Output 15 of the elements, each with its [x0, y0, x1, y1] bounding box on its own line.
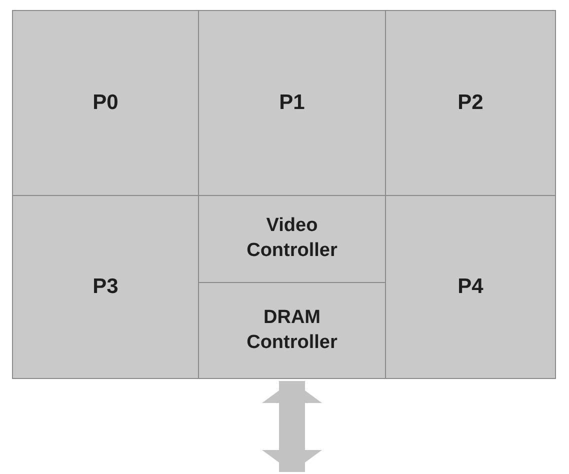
- block-label: P1: [279, 90, 305, 116]
- block-label: P4: [458, 274, 484, 300]
- block-box: [198, 10, 386, 196]
- block-label: DRAM Controller: [246, 306, 338, 354]
- block-box: [12, 195, 199, 379]
- block-box: [385, 195, 556, 379]
- block-box: [198, 282, 386, 379]
- block-box: [12, 10, 199, 196]
- block-label: P0: [92, 90, 118, 116]
- block-box: [385, 10, 556, 196]
- block-box: [198, 195, 386, 283]
- double-arrow: [262, 381, 322, 472]
- block-label: Video Controller: [246, 214, 338, 263]
- block-label: P3: [92, 274, 118, 300]
- block-label: P2: [458, 90, 484, 116]
